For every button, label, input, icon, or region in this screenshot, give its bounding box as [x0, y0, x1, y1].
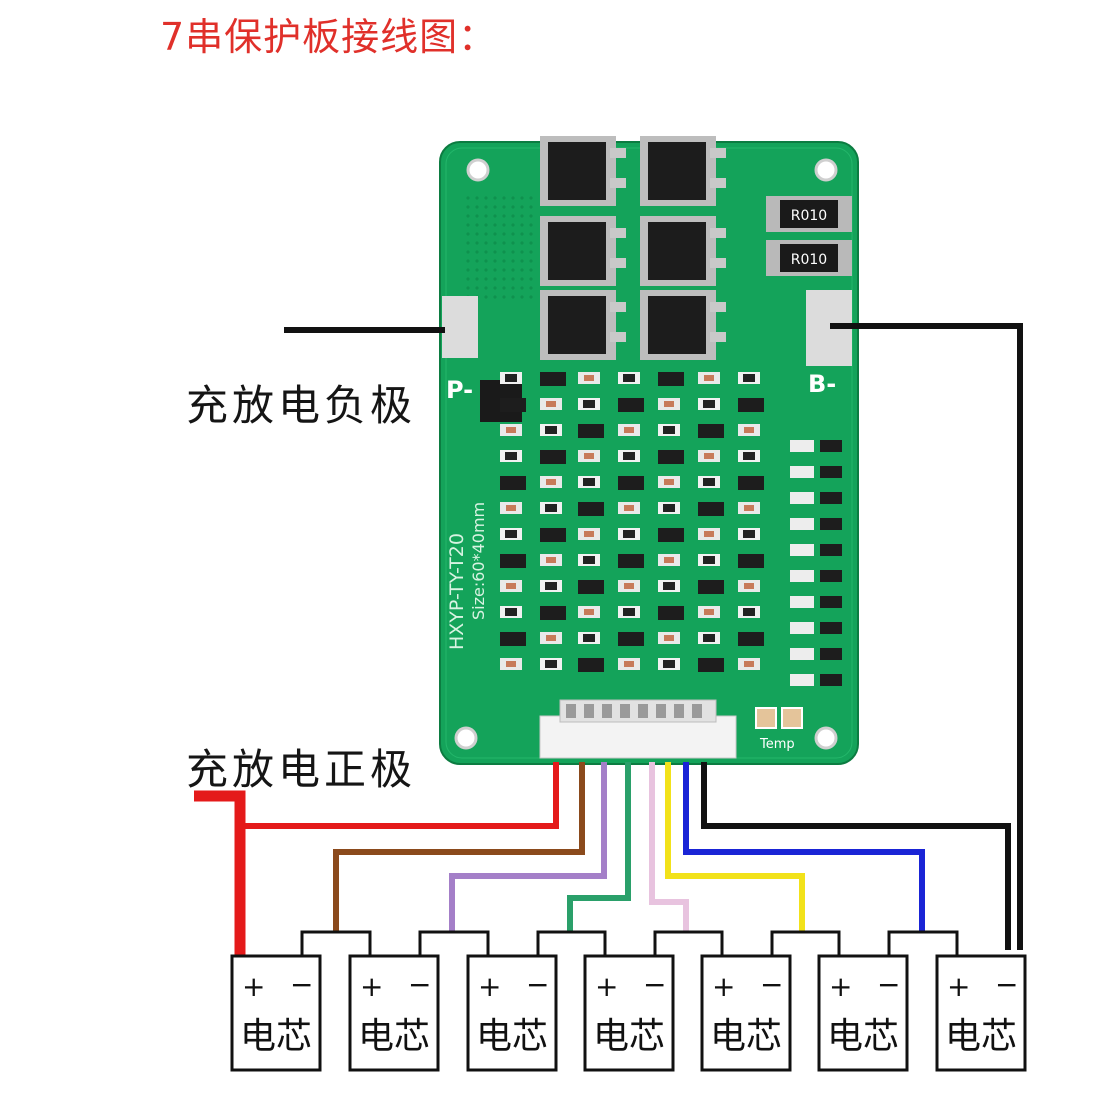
cell-minus-terminal: −	[877, 968, 900, 1001]
mosfet	[540, 136, 626, 206]
cell-plus-terminal: +	[712, 970, 735, 1003]
battery-cells: +−电芯+−电芯+−电芯+−电芯+−电芯+−电芯+−电芯	[230, 954, 1027, 1072]
mosfet	[640, 290, 726, 360]
mosfet	[640, 216, 726, 286]
cell-name: 电芯	[827, 1016, 899, 1057]
battery-cell: +− 电芯	[230, 954, 322, 1072]
wires	[194, 323, 1023, 956]
cell-straps	[300, 930, 959, 956]
cell-minus-terminal: −	[290, 968, 313, 1001]
balance-wire-purple	[449, 762, 607, 932]
balance-wire-yellow	[665, 762, 805, 932]
cell-plus-terminal: +	[947, 970, 970, 1003]
p-minus-pad	[442, 296, 478, 358]
cell-strap	[653, 930, 724, 956]
discharge-positive-label: 充放电正极	[186, 745, 417, 794]
p-minus-label: P-	[446, 376, 473, 404]
balance-wire-brown	[333, 762, 585, 932]
cell-minus-terminal: −	[760, 968, 783, 1001]
mounting-hole	[454, 158, 838, 750]
b-minus-label: B-	[808, 370, 836, 398]
cell-plus-terminal: +	[478, 970, 501, 1003]
discharge-negative-label: 充放电负极	[186, 381, 417, 430]
cell-name: 电芯	[358, 1016, 430, 1057]
battery-cell: +− 电芯	[817, 954, 909, 1072]
balance-wire-blue	[683, 762, 925, 932]
balance-connector	[539, 699, 737, 759]
cell-plus-terminal: +	[360, 970, 383, 1003]
cell-plus-terminal: +	[242, 970, 265, 1003]
temp-pad	[781, 707, 803, 729]
board-size-text: Size:60*40mm	[469, 502, 488, 620]
cell-minus-terminal: −	[526, 968, 549, 1001]
smd-components	[500, 372, 842, 686]
temp-pad	[755, 707, 777, 729]
cell-name: 电芯	[710, 1016, 782, 1057]
balance-wire-pink	[649, 762, 689, 932]
positive-wire-red	[194, 790, 246, 956]
cell-plus-terminal: +	[829, 970, 852, 1003]
cell-strap	[770, 930, 841, 956]
mosfet	[540, 290, 626, 360]
cell-name: 电芯	[476, 1016, 548, 1057]
balance-wire-green	[567, 762, 631, 932]
battery-cell: +− 电芯	[935, 954, 1027, 1072]
mosfet	[640, 136, 726, 206]
cell-name: 电芯	[945, 1016, 1017, 1057]
mosfet-array	[540, 136, 726, 360]
cell-strap	[887, 930, 959, 956]
protection-board: R010 R010 P- B- HXYP-TY-T20 Size:60*40mm…	[439, 136, 859, 765]
battery-cell: +− 电芯	[348, 954, 440, 1072]
cell-minus-terminal: −	[408, 968, 431, 1001]
cell-plus-terminal: +	[595, 970, 618, 1003]
cell-name: 电芯	[593, 1016, 665, 1057]
cell-minus-terminal: −	[643, 968, 666, 1001]
cell-strap	[418, 930, 490, 956]
cell-strap	[536, 930, 607, 956]
battery-cell: +− 电芯	[583, 954, 675, 1072]
battery-cell: +− 电芯	[466, 954, 558, 1072]
board-model-text: HXYP-TY-T20	[446, 533, 468, 650]
cell-strap	[300, 930, 372, 956]
cell-minus-terminal: −	[995, 968, 1018, 1001]
balance-wire-black	[701, 762, 1011, 950]
cell-name: 电芯	[240, 1016, 312, 1057]
balance-wire-red	[240, 762, 559, 829]
resistor-label: R010	[791, 252, 827, 268]
resistor-label: R010	[791, 208, 827, 224]
diagram-title: 7串保护板接线图：	[160, 15, 498, 59]
mosfet	[540, 216, 626, 286]
b-minus-wire	[830, 323, 1023, 950]
battery-cell: +− 电芯	[700, 954, 792, 1072]
shunt-resistor: R010	[766, 240, 852, 276]
temp-label: Temp	[759, 737, 795, 752]
shunt-resistor: R010	[766, 196, 852, 232]
